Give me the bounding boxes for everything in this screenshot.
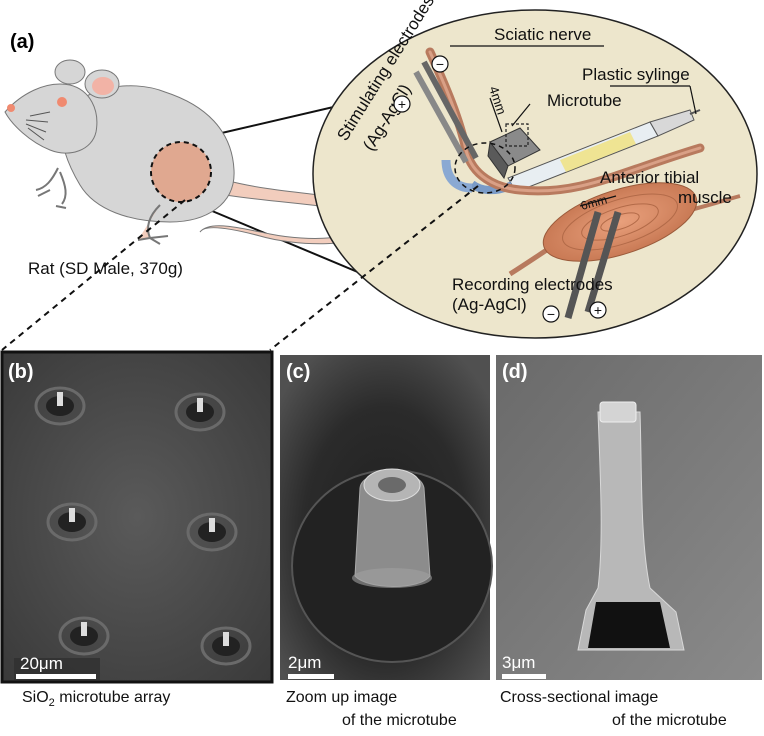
panel-b: (b) 20μm (0, 350, 274, 684)
scale-label-d: 3μm (502, 653, 535, 672)
recording-electrodes (564, 210, 622, 319)
scale-label-c: 2μm (288, 653, 321, 672)
microtube-cross-section (577, 411, 685, 651)
recording-label-2: (Ag-AgCl) (452, 295, 527, 314)
svg-text:−: − (436, 56, 444, 72)
stimulating-electrodes (413, 60, 479, 164)
rec-minus-marker: − (542, 305, 560, 323)
microtube-chip (487, 123, 541, 180)
svg-text:−: − (547, 306, 555, 322)
dash-to-b-right (269, 185, 479, 351)
caption-c-1: Zoom up image (286, 689, 398, 706)
dim-6mm-label: 6mm (579, 192, 608, 212)
microtube-leader (511, 103, 531, 127)
panel-c-tag: (c) (286, 361, 310, 383)
panel-c: (c) 2μm (280, 355, 493, 680)
scale-bar-b (16, 674, 96, 679)
recording-label-1: Recording electrodes (452, 275, 613, 294)
rat-label: Rat (SD Male, 370g) (28, 259, 183, 278)
panel-a-tag: (a) (10, 31, 34, 53)
svg-text:+: + (594, 302, 602, 318)
microtube-pillars (34, 386, 252, 666)
rat-illustration (4, 59, 379, 245)
anterior-label-2: muscle (678, 188, 732, 207)
stim-minus-marker: − (431, 55, 449, 73)
caption-b: SiO2 microtube array (22, 689, 171, 710)
anterior-label-1: Anterior tibial (600, 168, 699, 187)
scale-bar-d (502, 674, 546, 679)
muscle-illustration (542, 182, 698, 262)
dim-6mm-arrow (579, 195, 617, 207)
panel-d-tag: (d) (502, 361, 528, 383)
caption-c-2: of the microtube (342, 712, 457, 729)
scale-label-b: 20μm (20, 654, 63, 673)
panel-a: (a) Rat (SD Male, 370g) (1, 0, 758, 351)
rec-plus-marker: + (589, 301, 607, 319)
stim-plus-marker: + (393, 95, 411, 113)
svg-text:+: + (398, 96, 406, 112)
microtube-focus-circle (454, 142, 516, 194)
syringe-illustration (441, 109, 701, 195)
sem-image-b (0, 350, 274, 684)
syringe-label: Plastic sylinge (582, 65, 690, 84)
caption-d-1: Cross-sectional image (500, 689, 659, 706)
microtube-cavity (588, 602, 670, 648)
rat-thigh-region (150, 141, 212, 203)
microtube-label: Microtube (547, 91, 622, 110)
panel-d: (d) 3μm (496, 355, 762, 680)
caption-d-2: of the microtube (612, 712, 727, 729)
dim-4mm-arrow (489, 97, 503, 133)
scale-bar-c (288, 674, 334, 679)
panel-b-tag: (b) (8, 361, 34, 383)
sciatic-label: Sciatic nerve (494, 25, 591, 44)
